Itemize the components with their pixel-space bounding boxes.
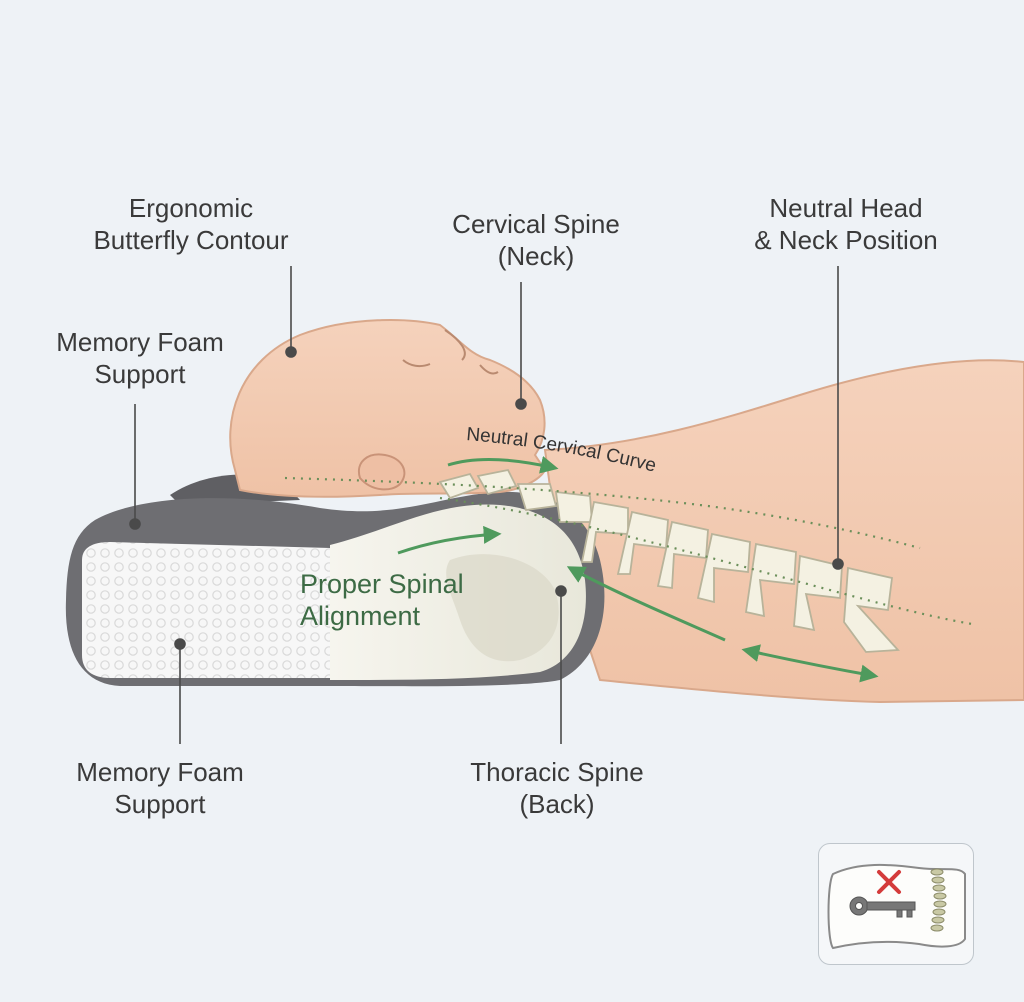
- pillow-mesh-panel: [82, 542, 330, 678]
- eyelid: [402, 359, 431, 368]
- certification-badge: [818, 843, 974, 965]
- body-shape: [543, 359, 1024, 704]
- thoracic-arrow: [566, 566, 726, 642]
- label-line: Neutral Head: [769, 193, 923, 223]
- neck-curve-arrow: [447, 456, 559, 474]
- label-line: & Neck Position: [754, 225, 938, 255]
- lips: [479, 364, 499, 375]
- pillow-contour-shade: [446, 554, 559, 662]
- label-line: Memory Foam: [56, 327, 224, 357]
- label-line: Support: [114, 789, 206, 819]
- proper-alignment-label: Proper Spinal Alignment: [300, 568, 464, 632]
- label-cervical-spine: Cervical Spine (Neck): [436, 208, 636, 272]
- head-shape: [229, 319, 547, 498]
- label-line: (Back): [519, 789, 595, 819]
- label-line: Memory Foam: [76, 757, 244, 787]
- vertebrae: [438, 468, 900, 653]
- label-neutral-head: Neutral Head & Neck Position: [740, 192, 952, 256]
- badge-graphic: [827, 863, 966, 950]
- ear: [357, 453, 406, 491]
- label-ergonomic-contour: Ergonomic Butterfly Contour: [76, 192, 306, 256]
- label-memory-foam-bottom: Memory Foam Support: [60, 756, 260, 820]
- label-line: Butterfly Contour: [93, 225, 289, 255]
- x-mark-icon: [877, 870, 901, 894]
- nose: [444, 329, 466, 361]
- label-memory-foam-top: Memory Foam Support: [40, 326, 240, 390]
- label-line: Ergonomic: [128, 193, 254, 223]
- label-line: Cervical Spine: [452, 209, 620, 239]
- pillow-alignment-arrow: [397, 525, 502, 555]
- label-line: Thoracic Spine: [470, 757, 644, 787]
- key-icon: [849, 896, 916, 918]
- lower-dotted-line: [439, 496, 973, 626]
- leader-lines: [129, 266, 844, 744]
- label-line: Proper Spinal: [300, 569, 464, 599]
- label-line: Support: [94, 359, 186, 389]
- double-arrow: [741, 644, 879, 683]
- label-thoracic-spine: Thoracic Spine (Back): [452, 756, 662, 820]
- spine-icon: [930, 868, 947, 932]
- label-line: Alignment: [300, 601, 421, 631]
- label-line: (Neck): [497, 241, 575, 271]
